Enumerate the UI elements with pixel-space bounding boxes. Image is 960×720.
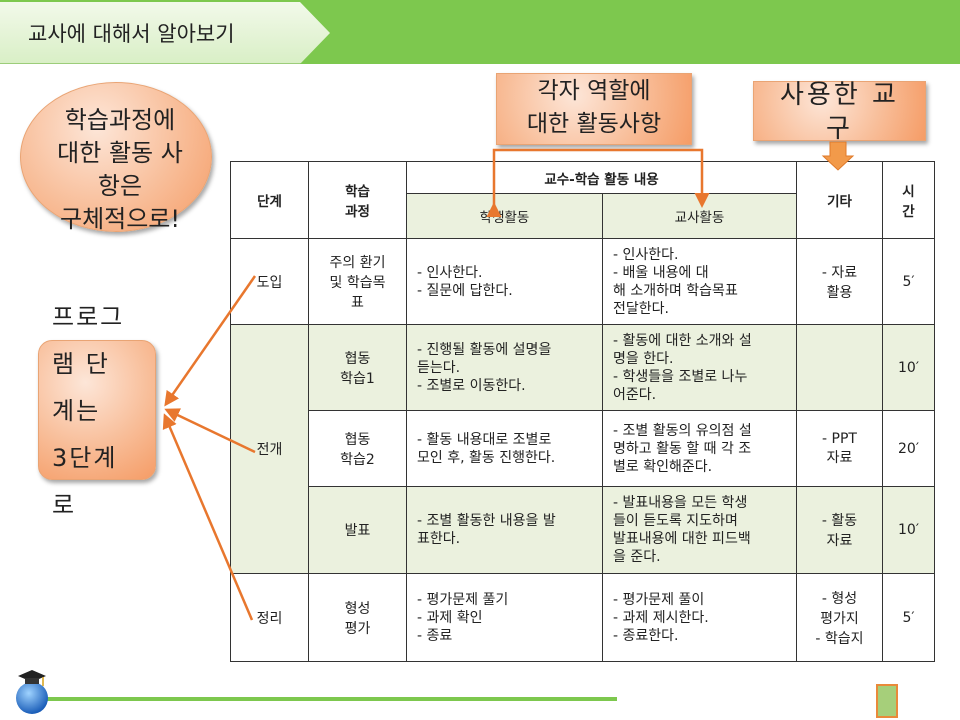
table-row: 전개 협동 학습1 - 진행될 활동에 설명을 듣는다. - 조별로 이동한다.… xyxy=(230,324,935,574)
table-row: 도입 주의 환기 및 학습목 표 - 인사한다. - 질문에 답한다. - 인사… xyxy=(230,238,935,325)
graduation-globe-icon xyxy=(16,670,48,714)
page-title: 교사에 대해서 알아보기 xyxy=(28,22,235,46)
table-row: 협동 학습2 - 활동 내용대로 조별로 모인 후, 활동 진행한다. - 조별… xyxy=(231,410,935,487)
nav-square-icon[interactable] xyxy=(876,684,898,718)
cell-time: 10′ xyxy=(882,486,935,574)
cell-teacher: - 인사한다. - 배울 내용에 대 해 소개하며 학습목표 전달한다. xyxy=(602,238,797,325)
footer-line xyxy=(42,697,617,701)
header-process: 학습 과정 xyxy=(308,161,407,239)
cell-time: 20′ xyxy=(882,410,935,487)
cell-student: - 활동 내용대로 조별로 모인 후, 활동 진행한다. xyxy=(406,410,603,487)
roles-callout xyxy=(496,73,692,145)
header-time: 시 간 xyxy=(882,161,935,239)
header-student: 학생활동 xyxy=(406,193,603,239)
cell-teacher: - 발표내용을 모든 학생 들이 듣도록 지도하며 발표내용에 대한 피드백 을… xyxy=(602,486,797,574)
header-etc: 기타 xyxy=(796,161,883,239)
table-row: 발표 - 조별 활동한 내용을 발 표한다. - 발표내용을 모든 학생 들이 … xyxy=(231,486,935,574)
table-row: 정리 형성 평가 - 평가문제 풀기 - 과제 확인 - 종료 - 평가문제 풀… xyxy=(230,573,935,662)
cell-stage: 전개 xyxy=(230,324,309,574)
cell-student: - 진행될 활동에 설명을 듣는다. - 조별로 이동한다. xyxy=(406,324,603,411)
cell-time: 10′ xyxy=(882,324,935,411)
cell-process: 주의 환기 및 학습목 표 xyxy=(308,238,407,325)
cell-process: 협동 학습1 xyxy=(308,324,407,411)
header-content: 교수-학습 활동 내용 xyxy=(406,161,797,194)
cell-etc xyxy=(796,324,883,411)
cell-student: - 평가문제 풀기 - 과제 확인 - 종료 xyxy=(406,573,603,662)
cell-etc: - 자료 활용 xyxy=(796,238,883,325)
tools-callout-text: 사용한 교 구 xyxy=(780,80,899,144)
cell-process: 발표 xyxy=(308,486,407,574)
title-banner xyxy=(0,2,330,64)
roles-callout-text: 각자 역할에 대한 활동사항 xyxy=(526,78,662,137)
tools-callout xyxy=(753,81,926,141)
program-stage-box xyxy=(38,340,156,480)
cell-teacher: - 활동에 대한 소개와 설 명을 한다. - 학생들을 조별로 나누 어준다. xyxy=(602,324,797,411)
cell-time: 5′ xyxy=(882,238,935,325)
process-note-text: 학습과정에 대한 활동 사 항은 구체적으로! xyxy=(57,106,183,233)
process-note-bubble xyxy=(20,82,212,232)
program-stage-text: 프로그 램 단 계는 3단계 로 xyxy=(52,303,125,519)
cell-teacher: - 조별 활동의 유의점 설 명하고 활동 할 때 각 조 별로 확인해준다. xyxy=(602,410,797,487)
cell-student: - 인사한다. - 질문에 답한다. xyxy=(406,238,603,325)
cell-process: 협동 학습2 xyxy=(308,410,407,487)
cell-time: 5′ xyxy=(882,573,935,662)
header-teacher: 교사활동 xyxy=(602,193,797,239)
lesson-plan-table: 단계 학습 과정 교수-학습 활동 내용 기타 시 간 학생활동 교사활동 도입… xyxy=(230,161,935,662)
cell-stage: 정리 xyxy=(230,573,309,662)
cell-student: - 조별 활동한 내용을 발 표한다. xyxy=(406,486,603,574)
cell-etc: - 형성 평가지 - 학습지 xyxy=(796,573,883,662)
header-stage: 단계 xyxy=(230,161,309,239)
cell-stage: 도입 xyxy=(230,238,309,325)
cell-etc: - 활동 자료 xyxy=(796,486,883,574)
cell-teacher: - 평가문제 풀이 - 과제 제시한다. - 종료한다. xyxy=(602,573,797,662)
cell-etc: - PPT 자료 xyxy=(796,410,883,487)
cell-process: 형성 평가 xyxy=(308,573,407,662)
